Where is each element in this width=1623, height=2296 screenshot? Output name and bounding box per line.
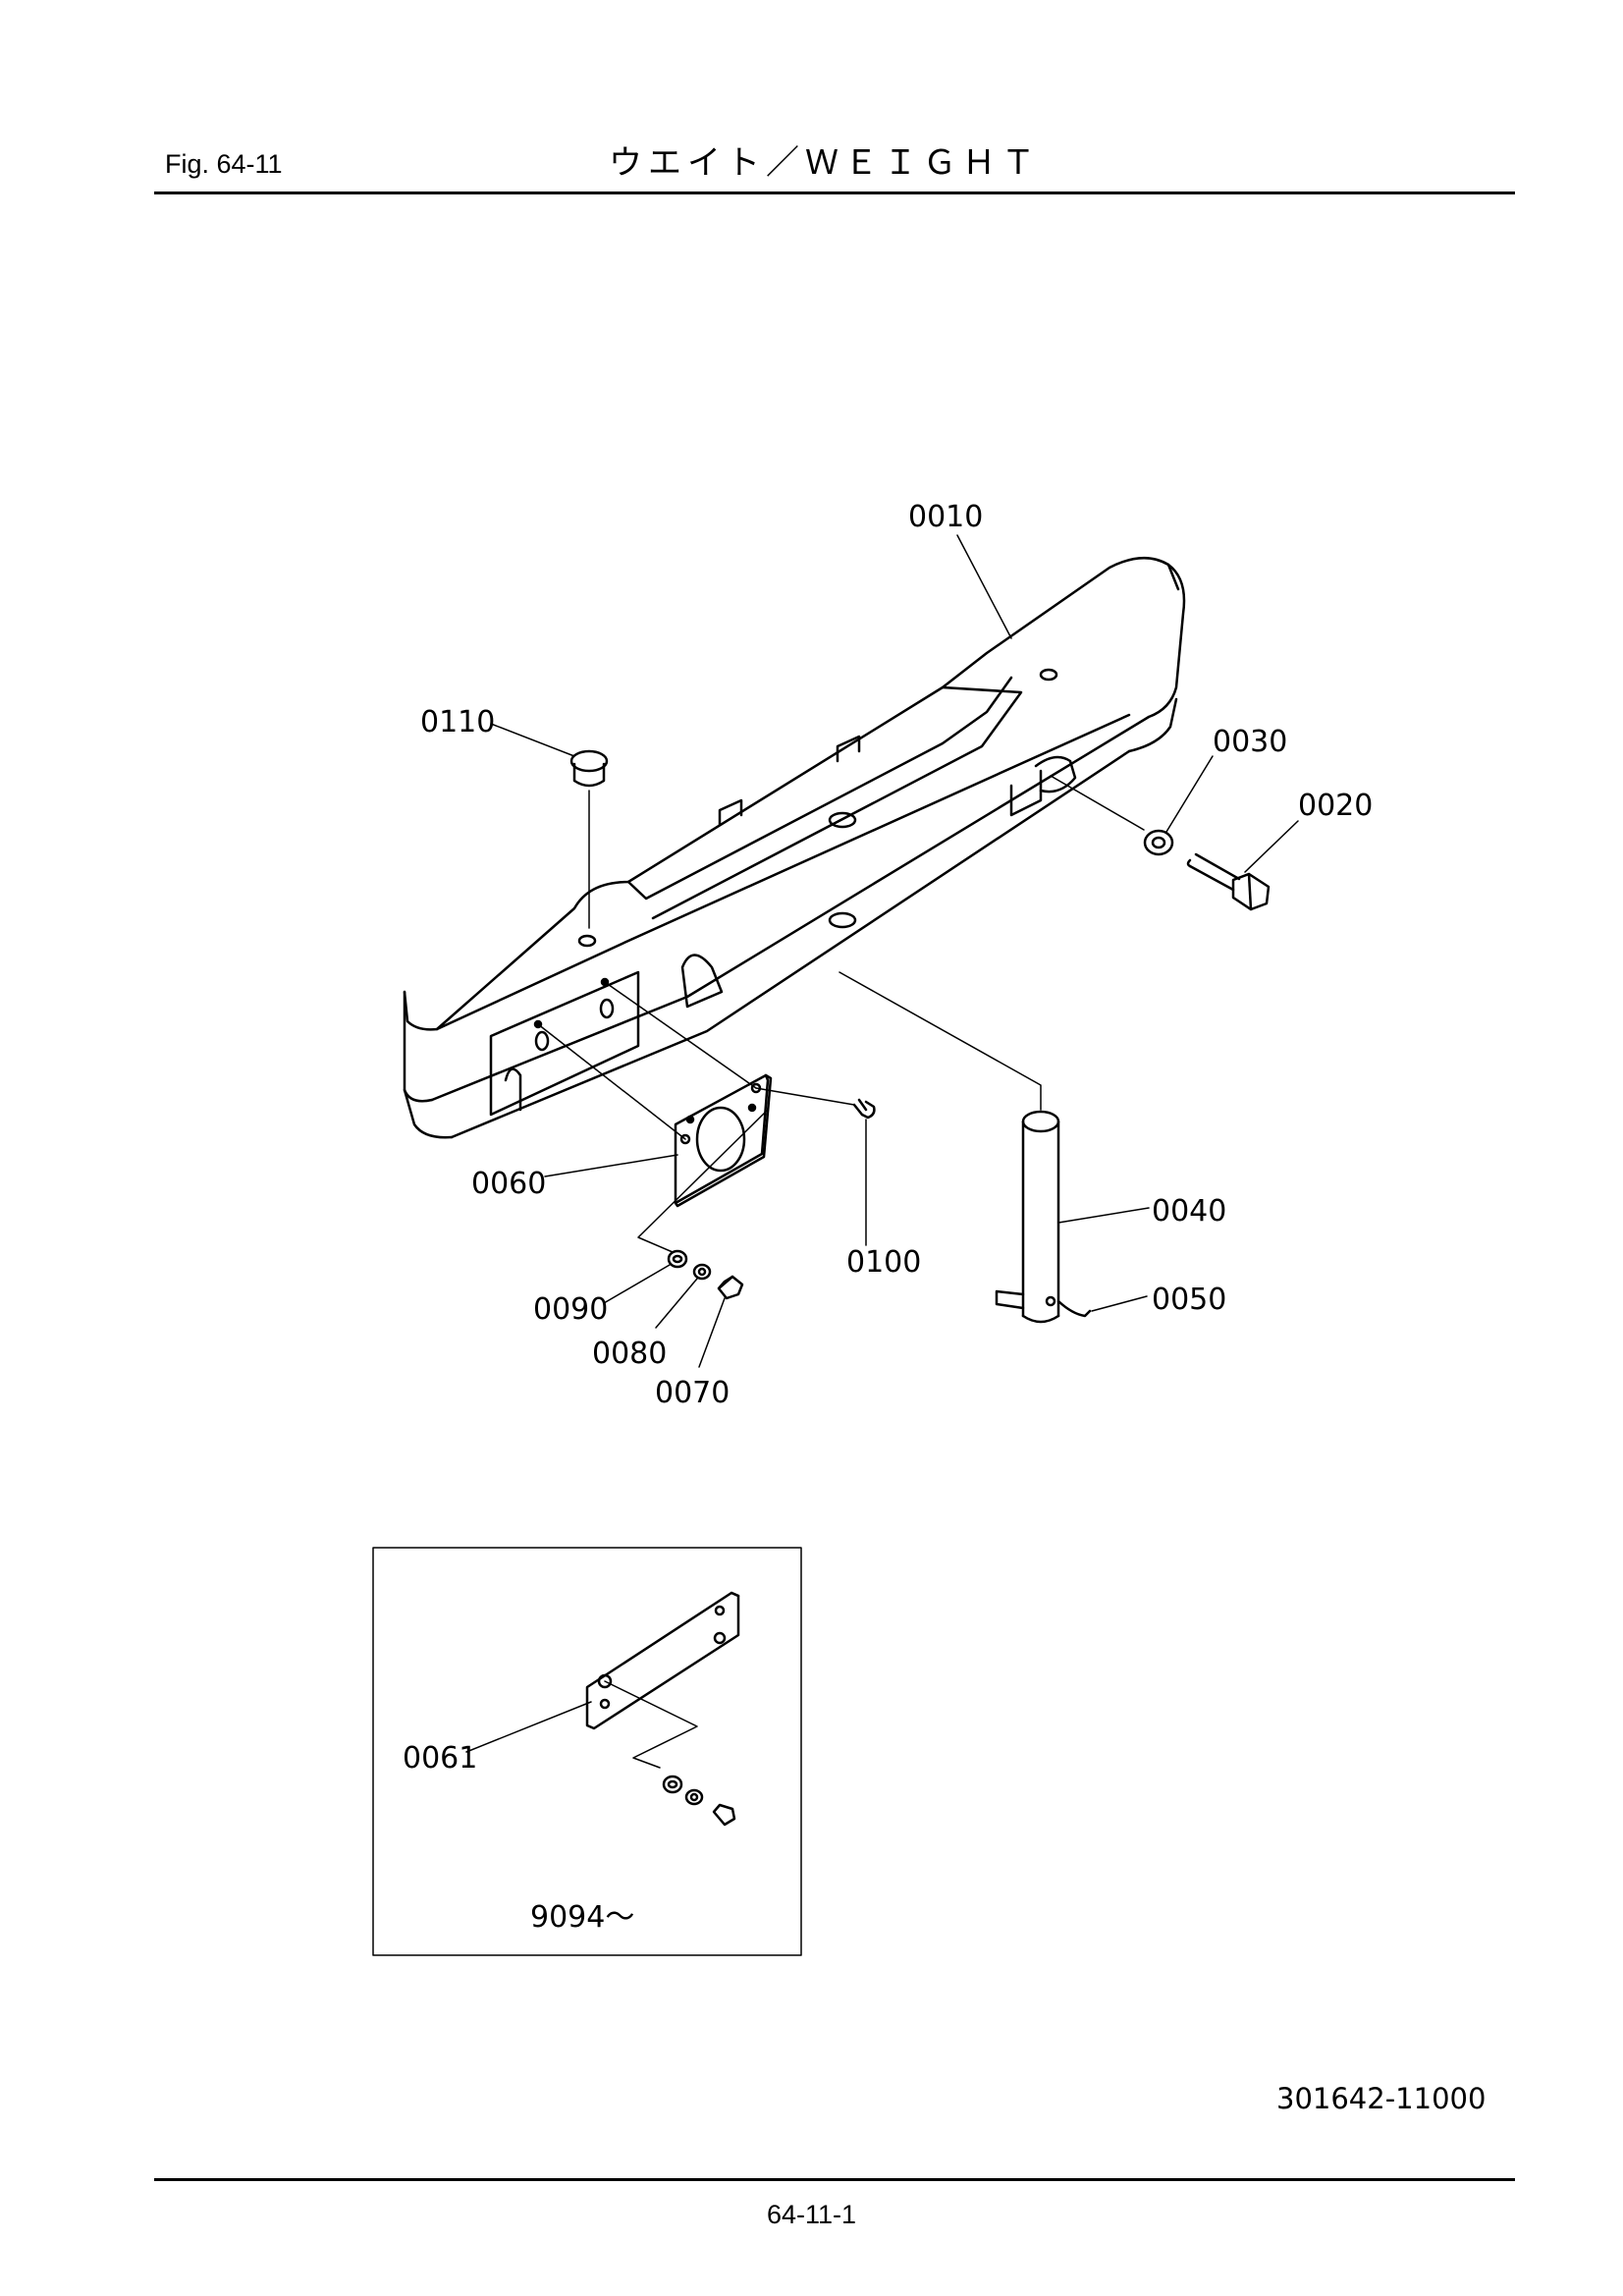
- callout-0070: 0070: [655, 1376, 730, 1410]
- plug-0110: [569, 749, 609, 929]
- inset-0061: [372, 1547, 802, 1956]
- drawing-number: 301642-11000: [1276, 2082, 1487, 2115]
- callout-0080: 0080: [592, 1337, 667, 1371]
- inset-serial-range: 9094～: [530, 1900, 634, 1935]
- washer-0030: [1050, 775, 1174, 856]
- page-number: 64-11-1: [766, 2200, 857, 2229]
- pin-0040: [839, 971, 1092, 1324]
- header-rule: [154, 191, 1515, 194]
- callout-0110: 0110: [420, 705, 495, 739]
- figure-label: Fig. 64-11: [165, 149, 283, 179]
- callout-0100: 0100: [846, 1245, 921, 1280]
- callout-0010: 0010: [908, 500, 983, 534]
- bolt-0100: [755, 1087, 876, 1120]
- callout-0061: 0061: [403, 1741, 477, 1776]
- callout-0060: 0060: [471, 1167, 546, 1201]
- callout-0050: 0050: [1152, 1283, 1226, 1317]
- hardware-0070-0090: [637, 1109, 769, 1300]
- callout-0030: 0030: [1213, 725, 1287, 759]
- leader-lines: [490, 534, 1299, 1368]
- page-title: ウエイト／ＷＥＩＧＨＴ: [609, 143, 1041, 183]
- counterweight-0010: [403, 556, 1186, 1139]
- callout-0090: 0090: [533, 1292, 608, 1327]
- callout-0040: 0040: [1152, 1194, 1226, 1229]
- callout-0020: 0020: [1298, 789, 1373, 823]
- bolt-0020: [1186, 852, 1271, 911]
- footer-rule: [154, 2178, 1515, 2181]
